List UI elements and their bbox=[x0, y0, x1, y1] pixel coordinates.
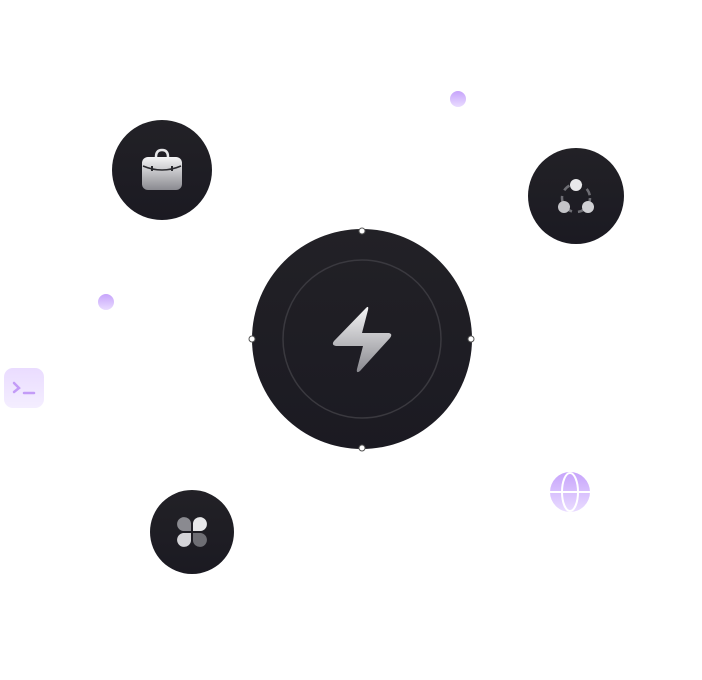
terminal-node[interactable] bbox=[4, 368, 44, 408]
globe-node[interactable] bbox=[550, 472, 590, 512]
briefcase-icon bbox=[142, 148, 182, 190]
connector-port bbox=[358, 444, 366, 452]
briefcase-node[interactable] bbox=[112, 120, 212, 220]
apps-node[interactable] bbox=[150, 490, 234, 574]
terminal-icon bbox=[12, 381, 36, 395]
accent-dot bbox=[450, 91, 466, 107]
globe-icon bbox=[550, 472, 590, 512]
clover-grid-icon bbox=[177, 517, 207, 547]
share-node[interactable] bbox=[528, 148, 624, 244]
lightning-bolt-icon bbox=[332, 306, 392, 373]
connector-port bbox=[248, 335, 256, 343]
hub-node[interactable] bbox=[248, 227, 475, 452]
connector-port bbox=[358, 227, 366, 235]
share-network-icon bbox=[558, 179, 594, 214]
accent-dot bbox=[98, 294, 114, 310]
connector-port bbox=[467, 335, 475, 343]
